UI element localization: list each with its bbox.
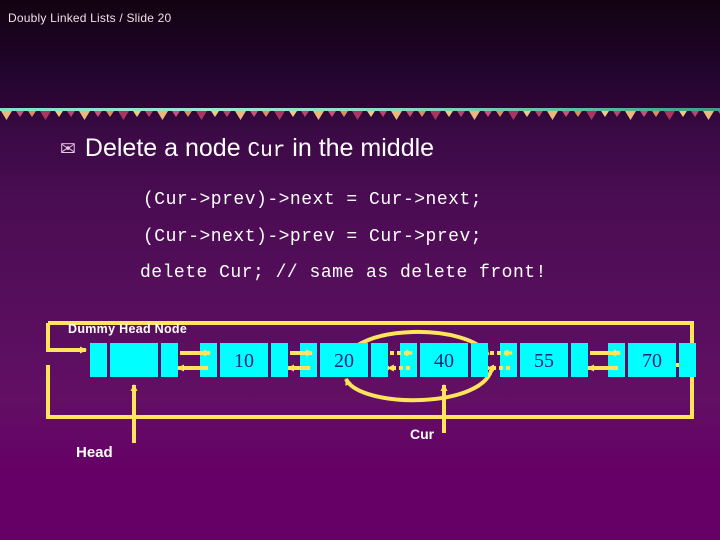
node-20: 20 <box>300 343 388 377</box>
bullet-text-after: in the middle <box>285 134 435 162</box>
divider-line <box>0 108 720 111</box>
link-dummy-to-10 <box>177 349 211 372</box>
bullet-headline: ✉ Delete a node Cur in the middle <box>60 134 434 163</box>
code-line-3: delete Cur; // same as delete front! <box>140 263 547 283</box>
node-dummy-head <box>90 343 178 377</box>
link-10-to-20 <box>287 349 313 372</box>
bullet-text: Delete a node Cur in the middle <box>85 134 434 163</box>
node-55: 55 <box>500 343 588 377</box>
dummy-head-node-label: Dummy Head Node <box>68 322 188 336</box>
code-line-2: (Cur->next)->prev = Cur->prev; <box>143 227 483 247</box>
node-20-value: 20 <box>334 350 354 372</box>
bypass-curve-backward <box>344 366 494 403</box>
node-70-value: 70 <box>642 350 662 372</box>
code-line-1: (Cur->prev)->next = Cur->next; <box>143 190 483 210</box>
node-10: 10 <box>200 343 288 377</box>
head-label: Head <box>76 444 113 461</box>
link-55-to-70 <box>587 349 621 372</box>
decorative-divider <box>0 105 720 123</box>
bullet-text-before: Delete a node <box>84 134 248 162</box>
cur-label: Cur <box>410 426 435 442</box>
wrap-arrow-into-dummy <box>46 323 87 354</box>
node-70: 70 <box>608 343 696 377</box>
node-10-value: 10 <box>234 350 254 372</box>
bullet-mono-token: Cur <box>247 140 286 163</box>
node-40-cur: 40 <box>400 343 488 377</box>
linked-list-diagram: 10 20 40 55 <box>0 305 720 485</box>
envelope-bullet-icon: ✉ <box>60 139 76 160</box>
dashed-link-40-to-55 <box>487 349 513 372</box>
divider-triangles-icon <box>1 111 720 120</box>
linked-list-svg: 10 20 40 55 <box>46 321 696 443</box>
node-55-value: 55 <box>534 350 554 372</box>
node-40-value: 40 <box>434 350 454 372</box>
dashed-link-20-to-40 <box>387 349 413 372</box>
slide-header-title: Doubly Linked Lists / Slide 20 <box>8 11 172 25</box>
